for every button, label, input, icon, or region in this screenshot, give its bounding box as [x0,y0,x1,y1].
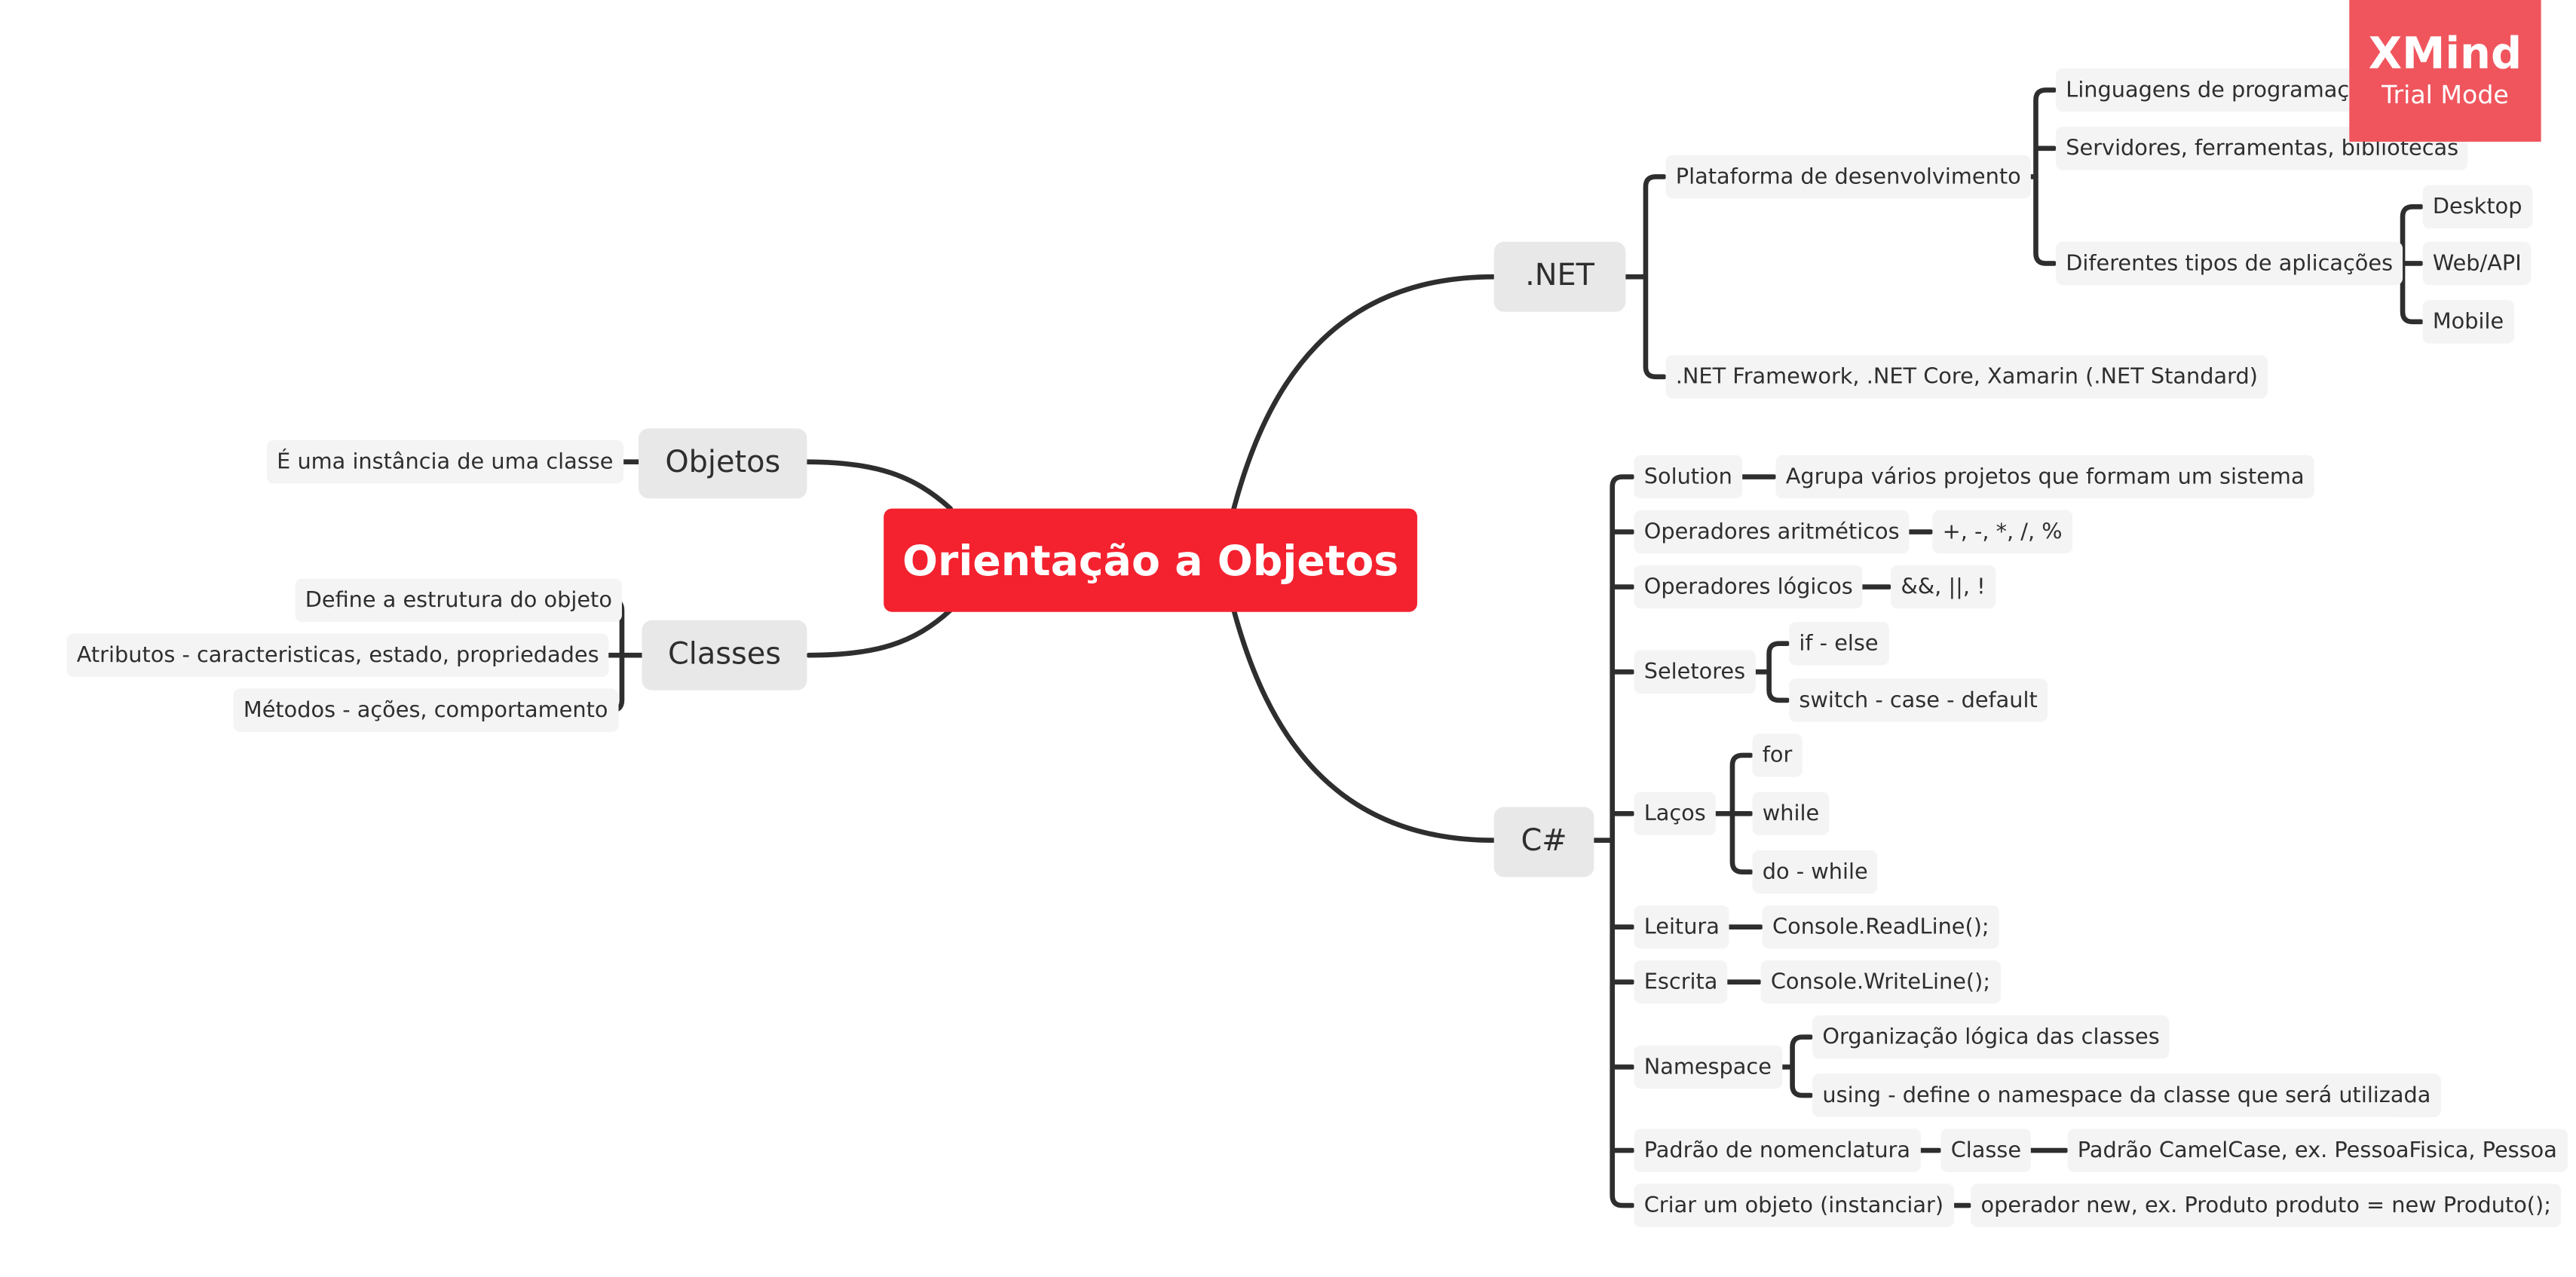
topic-classe-atributos[interactable]: Atributos - caracteristicas, estado, pro… [66,633,609,677]
topic-escrita[interactable]: Escrita [1634,960,1728,1004]
watermark-subtitle: Trial Mode [2381,80,2509,110]
topic-do-while[interactable]: do - while [1752,850,1878,894]
topic-objeto-instancia[interactable]: É uma instância de uma classe [266,439,623,484]
topic-desktop[interactable]: Desktop [2422,185,2532,229]
topic-linguagens[interactable]: Linguagens de programação [2056,68,2386,112]
watermark-title: XMind [2368,29,2522,81]
topic-seletores[interactable]: Seletores [1634,650,1756,694]
topic-operadores-logicos-valores[interactable]: &&, ||, ! [1891,565,1996,609]
topic-plataforma[interactable]: Plataforma de desenvolvimento [1665,155,2031,199]
topic-criar-objeto[interactable]: Criar um objeto (instanciar) [1634,1184,1954,1227]
topic-namespace[interactable]: Namespace [1634,1045,1782,1089]
topic-webapi[interactable]: Web/API [2422,241,2532,286]
central-topic[interactable]: Orientação a Objetos [884,508,1417,612]
xmind-trial-watermark: XMind Trial Mode [2349,0,2541,142]
connector-csharp-bracket [1591,474,1635,1208]
connector-lacos-bracket [1710,752,1754,875]
topic-switch-case[interactable]: switch - case - default [1789,678,2048,722]
branch-classes[interactable]: Classes [642,620,807,691]
topic-if-else[interactable]: if - else [1789,621,1888,666]
topic-camelcase[interactable]: Padrão CamelCase, ex. PessoaFisica, Pess… [2067,1128,2568,1172]
topic-padrao-nomenclatura[interactable]: Padrão de nomenclatura [1634,1128,1921,1172]
topic-for[interactable]: for [1752,733,1803,777]
topic-lacos[interactable]: Laços [1634,792,1717,836]
topic-namespace-organizacao[interactable]: Organização lógica das classes [1812,1015,2170,1059]
topic-solution-desc[interactable]: Agrupa vários projetos que formam um sis… [1775,455,2314,499]
topic-operadores-aritmeticos-valores[interactable]: +, -, *, /, % [1932,510,2072,554]
topic-solution[interactable]: Solution [1634,455,1743,499]
topic-tipos-aplicacoes[interactable]: Diferentes tipos de aplicações [2056,241,2403,286]
topic-classe-metodos[interactable]: Métodos - ações, comportamento [233,688,618,732]
topic-operadores-aritmeticos[interactable]: Operadores aritméticos [1634,510,1910,554]
connector-central-net [1231,274,1497,511]
branch-csharp[interactable]: C# [1493,807,1594,877]
topic-leitura[interactable]: Leitura [1634,905,1730,949]
topic-namespace-using[interactable]: using - define o namespace da classe que… [1812,1073,2441,1117]
connector-central-objetos [802,459,953,511]
topic-classe[interactable]: Classe [1940,1128,2032,1172]
topic-operador-new[interactable]: operador new, ex. Produto produto = new … [1971,1184,2562,1227]
topic-while[interactable]: while [1752,792,1830,836]
connector-central-classes [806,608,953,658]
topic-frameworks[interactable]: .NET Framework, .NET Core, Xamarin (.NET… [1665,355,2268,399]
topic-operadores-logicos[interactable]: Operadores lógicos [1634,565,1864,609]
connector-net-bracket [1621,174,1667,380]
topic-escrita-valor[interactable]: Console.WriteLine(); [1760,960,2001,1004]
topic-mobile[interactable]: Mobile [2422,300,2514,344]
branch-net[interactable]: .NET [1493,241,1626,312]
topic-leitura-valor[interactable]: Console.ReadLine(); [1762,905,1999,949]
connector-central-csharp [1231,608,1497,844]
branch-objetos[interactable]: Objetos [639,428,807,499]
topic-classe-estrutura[interactable]: Define a estrutura do objeto [295,578,623,622]
